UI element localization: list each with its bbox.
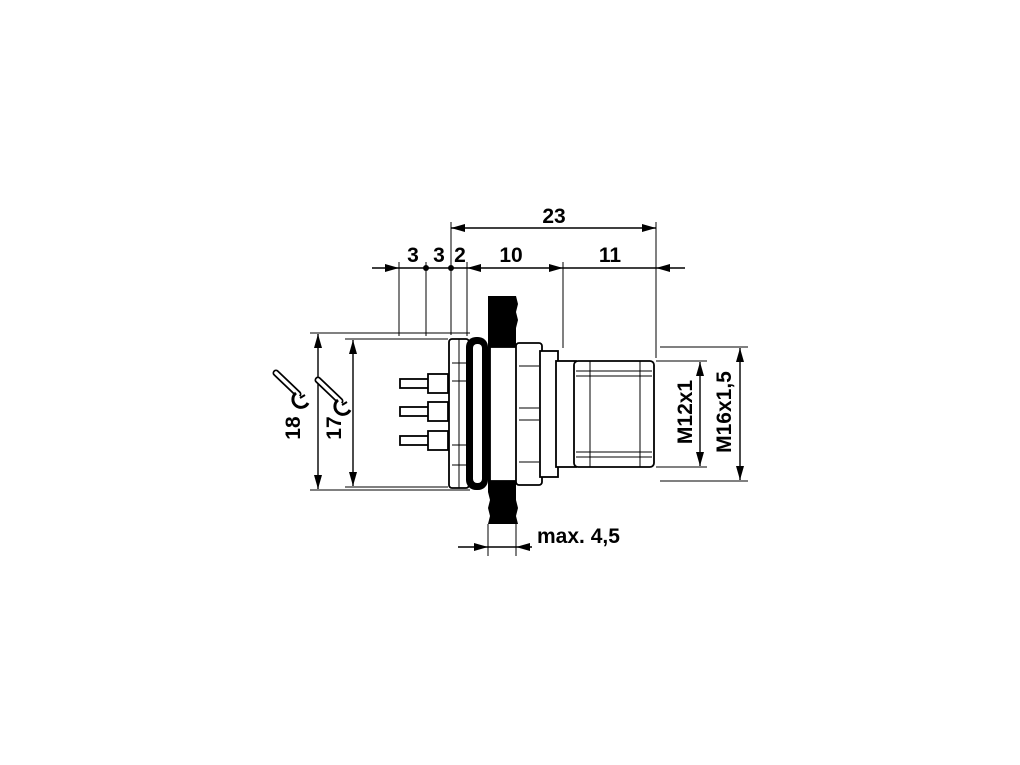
connector-body	[399, 296, 655, 524]
dim-label-wrench-17: 17	[323, 416, 346, 439]
contact-pins	[399, 373, 449, 451]
dim-label-thread-m16: M16x1,5	[713, 371, 736, 453]
threaded-spigot	[573, 360, 655, 468]
dim-label-wrench-18: 18	[282, 416, 305, 440]
pin-collar	[427, 401, 449, 422]
dim-label-panel-thickness: max. 4,5	[537, 525, 620, 548]
dim-label-pin-gap-3: 2	[454, 244, 466, 267]
front-housing	[489, 342, 577, 486]
contact-pin	[399, 406, 431, 417]
pin-collar	[427, 373, 449, 394]
dim-label-pin-gap-2: 3	[433, 244, 445, 267]
dim-label-pin-gap-1: 3	[407, 244, 419, 267]
contact-pin	[399, 378, 431, 389]
panel-thickness-dimension	[458, 524, 532, 556]
dim-label-overall-length: 23	[542, 205, 565, 228]
pin-collar	[427, 430, 449, 451]
dim-label-flange-to-thread: 10	[499, 244, 522, 267]
dim-label-thread-length: 11	[599, 244, 622, 267]
dim-label-thread-m12: M12x1	[674, 380, 697, 445]
contact-pin	[399, 435, 431, 446]
vertical-dimensions-right	[656, 346, 748, 482]
wrench-icon	[314, 376, 352, 416]
wrench-icon	[272, 369, 310, 409]
horizontal-dimensions	[372, 222, 685, 358]
vertical-dimensions-left	[272, 332, 470, 491]
